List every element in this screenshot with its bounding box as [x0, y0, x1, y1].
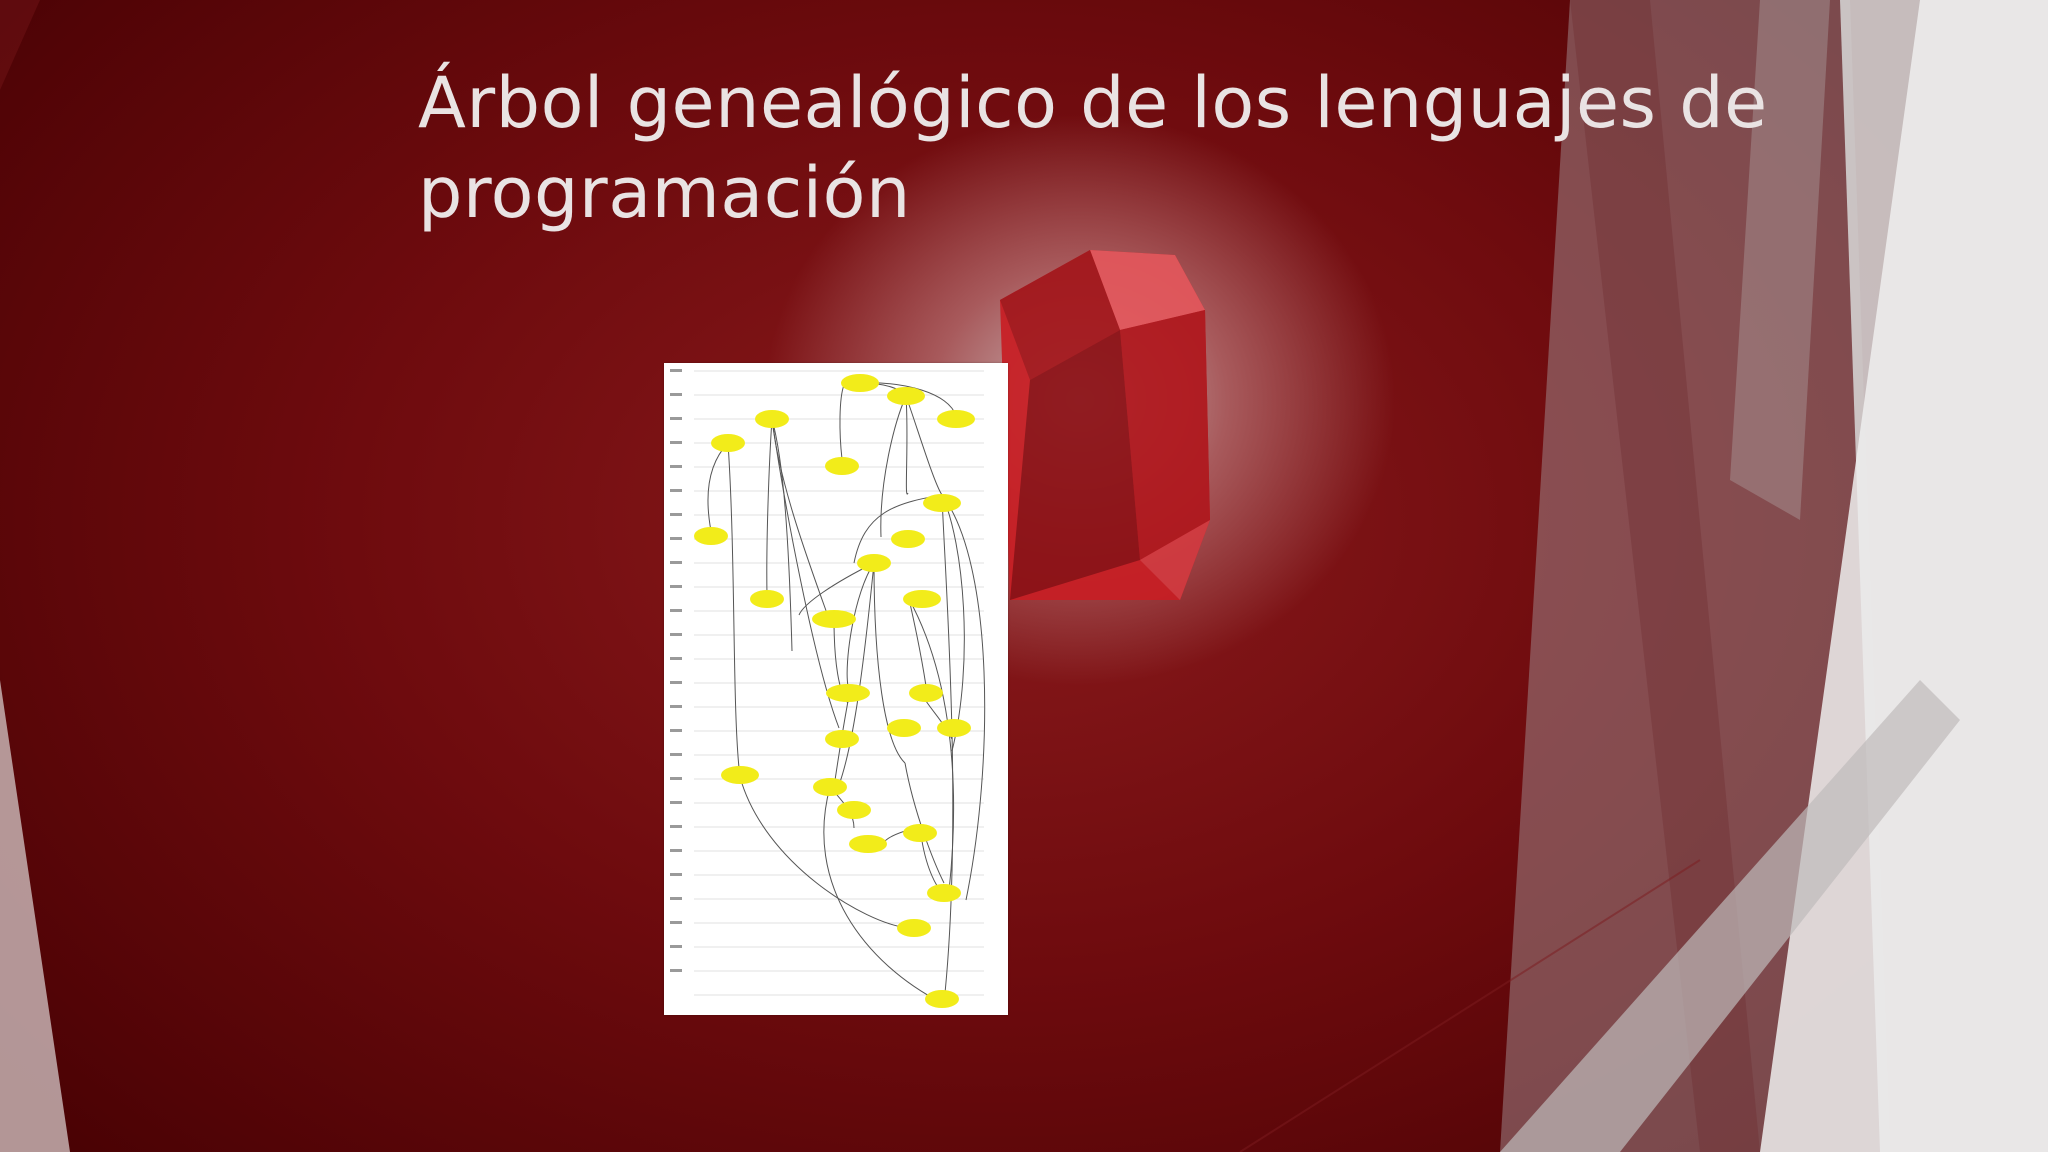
left-geometric-panel [0, 0, 70, 1152]
tree-graphic [670, 369, 986, 1008]
tree-nodes [694, 374, 975, 1008]
slide-title: Árbol genealógico de los lenguajes de pr… [418, 62, 1768, 234]
ruby-gem-icon [1000, 250, 1210, 600]
right-geometric-panels [1500, 0, 2048, 1152]
timeline-ticks [670, 369, 682, 972]
language-family-tree-image [664, 363, 1008, 1015]
thin-divider-line [1239, 859, 1701, 1152]
timeline-grid [694, 370, 984, 996]
